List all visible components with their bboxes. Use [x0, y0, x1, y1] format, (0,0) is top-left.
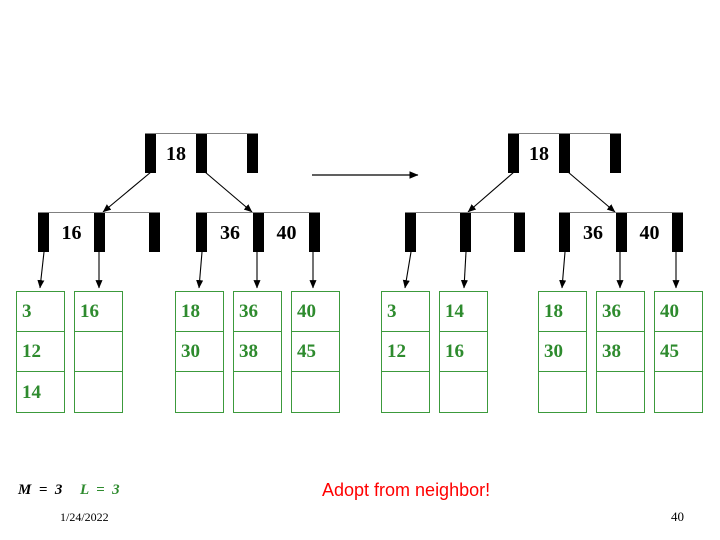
internal-left-key-1 [105, 213, 149, 252]
after-leaf-3[interactable]: 18 30 [538, 291, 587, 413]
after-leaf-5[interactable]: 40 45 [654, 291, 703, 413]
internal-left-key-0: 16 [49, 213, 94, 252]
leaf-slot: 12 [17, 332, 64, 372]
leaf-slot [597, 372, 644, 412]
node-pointer-slot [309, 213, 320, 252]
after-root-node[interactable]: 18 [508, 133, 621, 173]
node-pointer-slot [149, 213, 160, 252]
arrows-before-leaves [37, 251, 317, 289]
slide-date: 1/24/2022 [60, 510, 109, 524]
leaf-slot [655, 372, 702, 412]
before-leaf-1[interactable]: 3 12 14 [16, 291, 65, 413]
internal-right-key-0: 36 [570, 213, 616, 252]
leaf-slot: 14 [22, 381, 41, 403]
node-pointer-slot [38, 213, 49, 252]
node-pointer-slot [610, 134, 621, 173]
node-pointer-slot [196, 213, 207, 252]
leaf-slot: 3 [382, 292, 429, 332]
leaf-slot: 36 [597, 292, 644, 332]
leaf-slot: 18 [539, 292, 586, 332]
leaf-slot: 18 [176, 292, 223, 332]
leaf-slot [539, 372, 586, 412]
before-leaf-5[interactable]: 40 45 [291, 291, 340, 413]
leaf-slot [176, 372, 223, 412]
node-pointer-slot [196, 134, 207, 173]
node-pointer-slot [460, 213, 471, 252]
before-leaf-3[interactable]: 18 30 [175, 291, 224, 413]
node-pointer-slot [559, 134, 570, 173]
node-pointer-slot [616, 213, 627, 252]
before-internal-right-node[interactable]: 36 40 [196, 212, 320, 252]
leaf-slot [292, 372, 339, 412]
internal-right-key-0: 36 [207, 213, 253, 252]
node-pointer-slot [247, 134, 258, 173]
node-pointer-slot [508, 134, 519, 173]
arrows-before-root [102, 171, 253, 213]
after-leaf-1[interactable]: 3 12 [381, 291, 430, 413]
arrows-after-leaves [402, 251, 680, 289]
arrows-after-root [467, 171, 616, 213]
leaf-slot: 36 [234, 292, 281, 332]
param-m-label: M = 3 [18, 482, 63, 498]
after-internal-left-node[interactable] [405, 212, 525, 252]
after-internal-right-node[interactable]: 36 40 [559, 212, 683, 252]
root-key-0: 18 [156, 134, 196, 173]
before-root-node[interactable]: 18 [145, 133, 258, 173]
leaf-slot: 16 [440, 332, 487, 372]
node-pointer-slot [672, 213, 683, 252]
leaf-slot [382, 372, 429, 412]
before-leaf-4[interactable]: 36 38 [233, 291, 282, 413]
node-pointer-slot [94, 213, 105, 252]
leaf-slot [234, 372, 281, 412]
node-pointer-slot [559, 213, 570, 252]
leaf-slot: 3 [17, 292, 64, 332]
leaf-slot: 30 [539, 332, 586, 372]
leaf-slot: 38 [597, 332, 644, 372]
internal-right-key-1: 40 [264, 213, 309, 252]
param-l-label: L = 3 [80, 482, 120, 498]
leaf-slot: 45 [292, 332, 339, 372]
internal-left-key-0 [416, 213, 460, 252]
root-key-1 [570, 134, 610, 173]
leaf-slot: 30 [176, 332, 223, 372]
leaf-slot [75, 372, 122, 412]
node-pointer-slot [253, 213, 264, 252]
leaf-slot: 40 [292, 292, 339, 332]
leaf-slot: 38 [234, 332, 281, 372]
leaf-slot [75, 332, 122, 372]
after-leaf-2[interactable]: 14 16 [439, 291, 488, 413]
slide-page-number: 40 [671, 509, 684, 524]
internal-right-key-1: 40 [627, 213, 672, 252]
root-key-1 [207, 134, 247, 173]
leaf-slot: 40 [655, 292, 702, 332]
before-internal-left-node[interactable]: 16 [38, 212, 160, 252]
leaf-slot: 16 [75, 292, 122, 332]
leaf-slot [440, 372, 487, 412]
node-pointer-slot [145, 134, 156, 173]
node-pointer-slot [514, 213, 525, 252]
internal-left-key-1 [471, 213, 514, 252]
leaf-slot: 14 [440, 292, 487, 332]
node-pointer-slot [405, 213, 416, 252]
root-key-0: 18 [519, 134, 559, 173]
before-leaf-2[interactable]: 16 [74, 291, 123, 413]
after-leaf-4[interactable]: 36 38 [596, 291, 645, 413]
leaf-slot: 12 [382, 332, 429, 372]
slide-caption: Adopt from neighbor! [322, 480, 491, 500]
leaf-slot: 45 [655, 332, 702, 372]
